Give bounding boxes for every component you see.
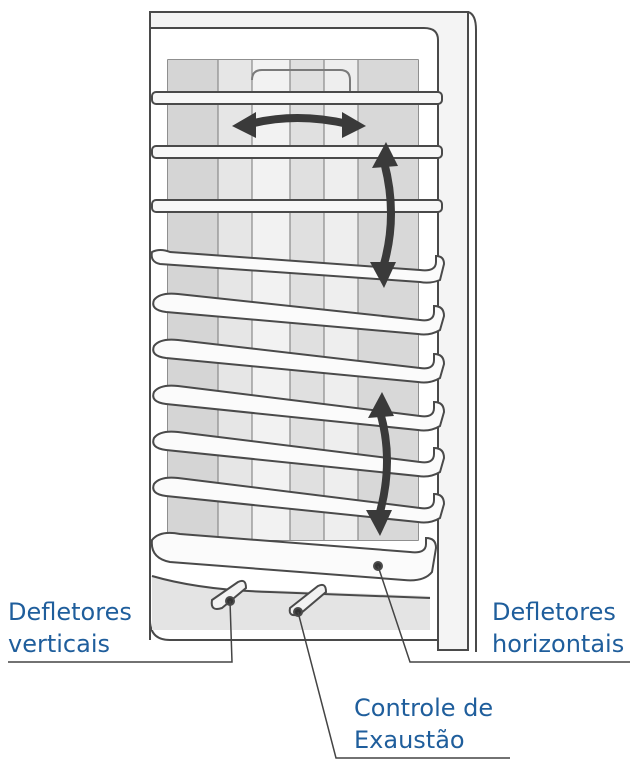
vertical-deflectors-line2: verticais: [8, 628, 132, 660]
exhaust-control-line1: Controle de: [354, 692, 493, 724]
horizontal-deflectors-line2: horizontais: [492, 628, 624, 660]
horizontal-deflectors-line1: Defletores: [492, 596, 624, 628]
vertical-deflectors-label: Defletores verticais: [8, 596, 132, 660]
exhaust-control-label: Controle de Exaustão: [354, 692, 493, 756]
horizontal-deflectors-label: Defletores horizontais: [492, 596, 624, 660]
vertical-deflectors-line1: Defletores: [8, 596, 132, 628]
exhaust-control-line2: Exaustão: [354, 724, 493, 756]
